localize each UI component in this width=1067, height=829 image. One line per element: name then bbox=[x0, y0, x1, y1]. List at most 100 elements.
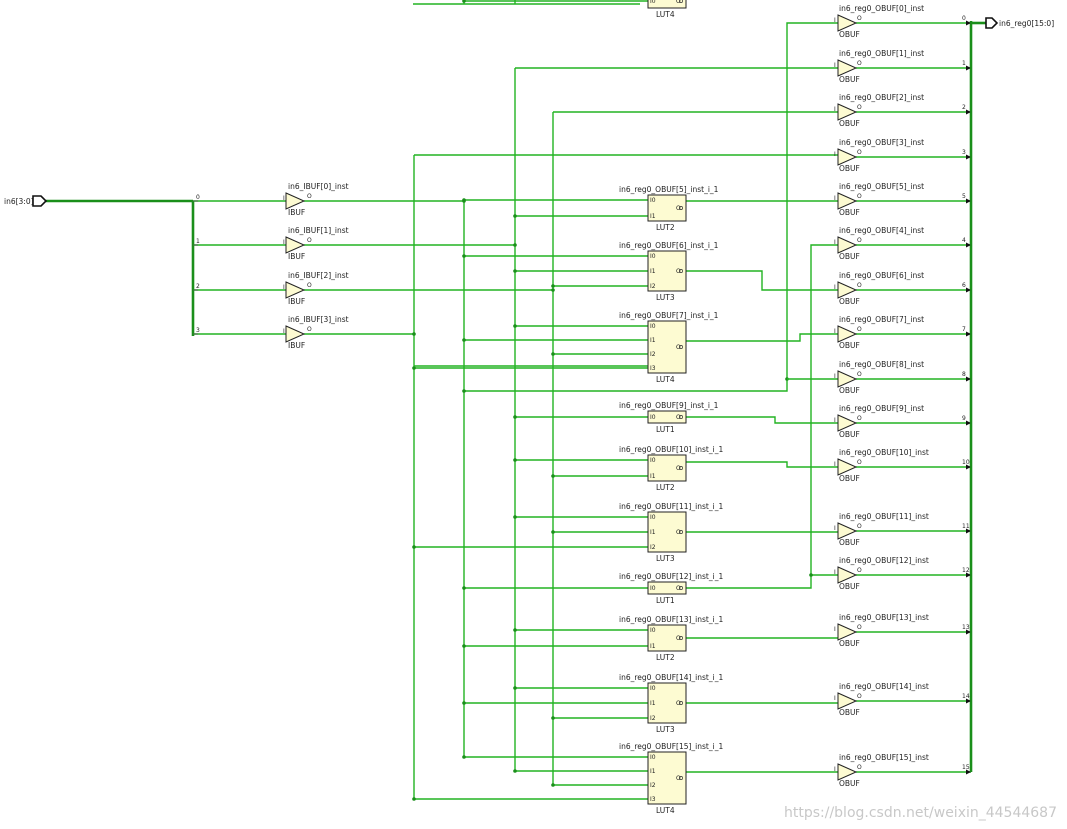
lut-pin-label: I2 bbox=[650, 544, 656, 551]
output-port[interactable]: in6_reg0[15:0] bbox=[985, 17, 1054, 29]
wire-junction bbox=[513, 243, 517, 247]
wire-junction bbox=[551, 783, 555, 787]
bus-arrow-icon bbox=[966, 242, 971, 248]
buffer-triangle-icon bbox=[837, 763, 858, 781]
ibuf-type: IBUF bbox=[288, 297, 305, 306]
obuf-name: in6_reg0_OBUF[11]_inst bbox=[839, 512, 929, 521]
obuf-pin-in: I bbox=[834, 195, 836, 202]
lut-name: in6_reg0_OBUF[10]_inst_i_1 bbox=[619, 445, 723, 454]
obuf-name: in6_reg0_OBUF[15]_inst bbox=[839, 753, 929, 762]
lut-pin-label: I0 bbox=[650, 685, 656, 692]
lut-pin-label: I3 bbox=[650, 796, 656, 803]
lut-pin-label: I0 bbox=[650, 253, 656, 260]
bus-tap-index: 4 bbox=[962, 237, 966, 244]
obuf-pin-in: I bbox=[834, 373, 836, 380]
ibuf-type: IBUF bbox=[288, 208, 305, 217]
obuf-pin-out: O bbox=[857, 523, 862, 530]
lut-name: in6_reg0_OBUF[12]_inst_i_1 bbox=[619, 572, 723, 581]
lut-pin-out: O bbox=[676, 465, 681, 472]
bus-tap-index: 11 bbox=[962, 523, 970, 530]
lut-pin-label: I2 bbox=[650, 351, 656, 358]
lut-name: in6_reg0_OBUF[6]_inst_i_1 bbox=[619, 241, 719, 250]
output-port-label: in6_reg0[15:0] bbox=[999, 19, 1054, 28]
lut-pin-label: I1 bbox=[650, 768, 656, 775]
lut-type: LUT3 bbox=[656, 725, 675, 734]
obuf-type: OBUF bbox=[839, 164, 860, 173]
ibuf-pin-in: I bbox=[283, 195, 285, 202]
input-port[interactable]: in6[3:0] bbox=[4, 195, 48, 207]
obuf-pin-in: I bbox=[834, 17, 836, 24]
lut-pin-out: O bbox=[676, 414, 681, 421]
wire-junction bbox=[462, 701, 466, 705]
bus-arrow-icon bbox=[966, 154, 971, 160]
obuf-pin-in: I bbox=[834, 62, 836, 69]
obuf-pin-out: O bbox=[857, 149, 862, 156]
obuf-pin-out: O bbox=[857, 624, 862, 631]
buffer-triangle-icon bbox=[285, 236, 306, 254]
lut-pin-out: O bbox=[676, 700, 681, 707]
ports: in6[3:0] in6_reg0[15:0] bbox=[4, 17, 1054, 207]
obuf-name: in6_reg0_OBUF[7]_inst bbox=[839, 315, 924, 324]
bus-tap-index: 8 bbox=[962, 371, 966, 378]
bus-arrow-icon bbox=[966, 198, 971, 204]
lut-pin-label: I0 bbox=[650, 323, 656, 330]
obuf-pin-in: I bbox=[834, 525, 836, 532]
lut12-to-obuf12 bbox=[686, 574, 838, 589]
lut-pin-out: O bbox=[676, 0, 681, 5]
lut-name: in6_reg0_OBUF[7]_inst_i_1 bbox=[619, 311, 719, 320]
obuf-name: in6_reg0_OBUF[5]_inst bbox=[839, 182, 924, 191]
obuf-pin-out: O bbox=[857, 15, 862, 22]
watermark: https://blog.csdn.net/weixin_44544687 bbox=[783, 805, 1057, 821]
lut-pin-label: I0 bbox=[650, 457, 656, 464]
buffer-triangle-icon bbox=[837, 522, 858, 540]
obuf-type: OBUF bbox=[839, 341, 860, 350]
obuf-name: in6_reg0_OBUF[13]_inst bbox=[839, 613, 929, 622]
lut-body bbox=[647, 250, 687, 292]
bus-tap-index: 14 bbox=[962, 693, 970, 700]
bus-arrow-icon bbox=[966, 698, 971, 704]
bus-arrow-icon bbox=[966, 528, 971, 534]
obuf-pin-out: O bbox=[857, 60, 862, 67]
lut-output-pin-icon bbox=[679, 206, 683, 210]
bus-arrow-icon bbox=[966, 376, 971, 382]
lut-pin-label: I1 bbox=[650, 473, 656, 480]
lut-output-pin-icon bbox=[679, 636, 683, 640]
lut-pin-label: I1 bbox=[650, 268, 656, 275]
wire-junction bbox=[513, 214, 517, 218]
obuf-pin-in: I bbox=[834, 106, 836, 113]
obuf-pin-in: I bbox=[834, 151, 836, 158]
bus-tap-index: 0 bbox=[962, 15, 966, 22]
